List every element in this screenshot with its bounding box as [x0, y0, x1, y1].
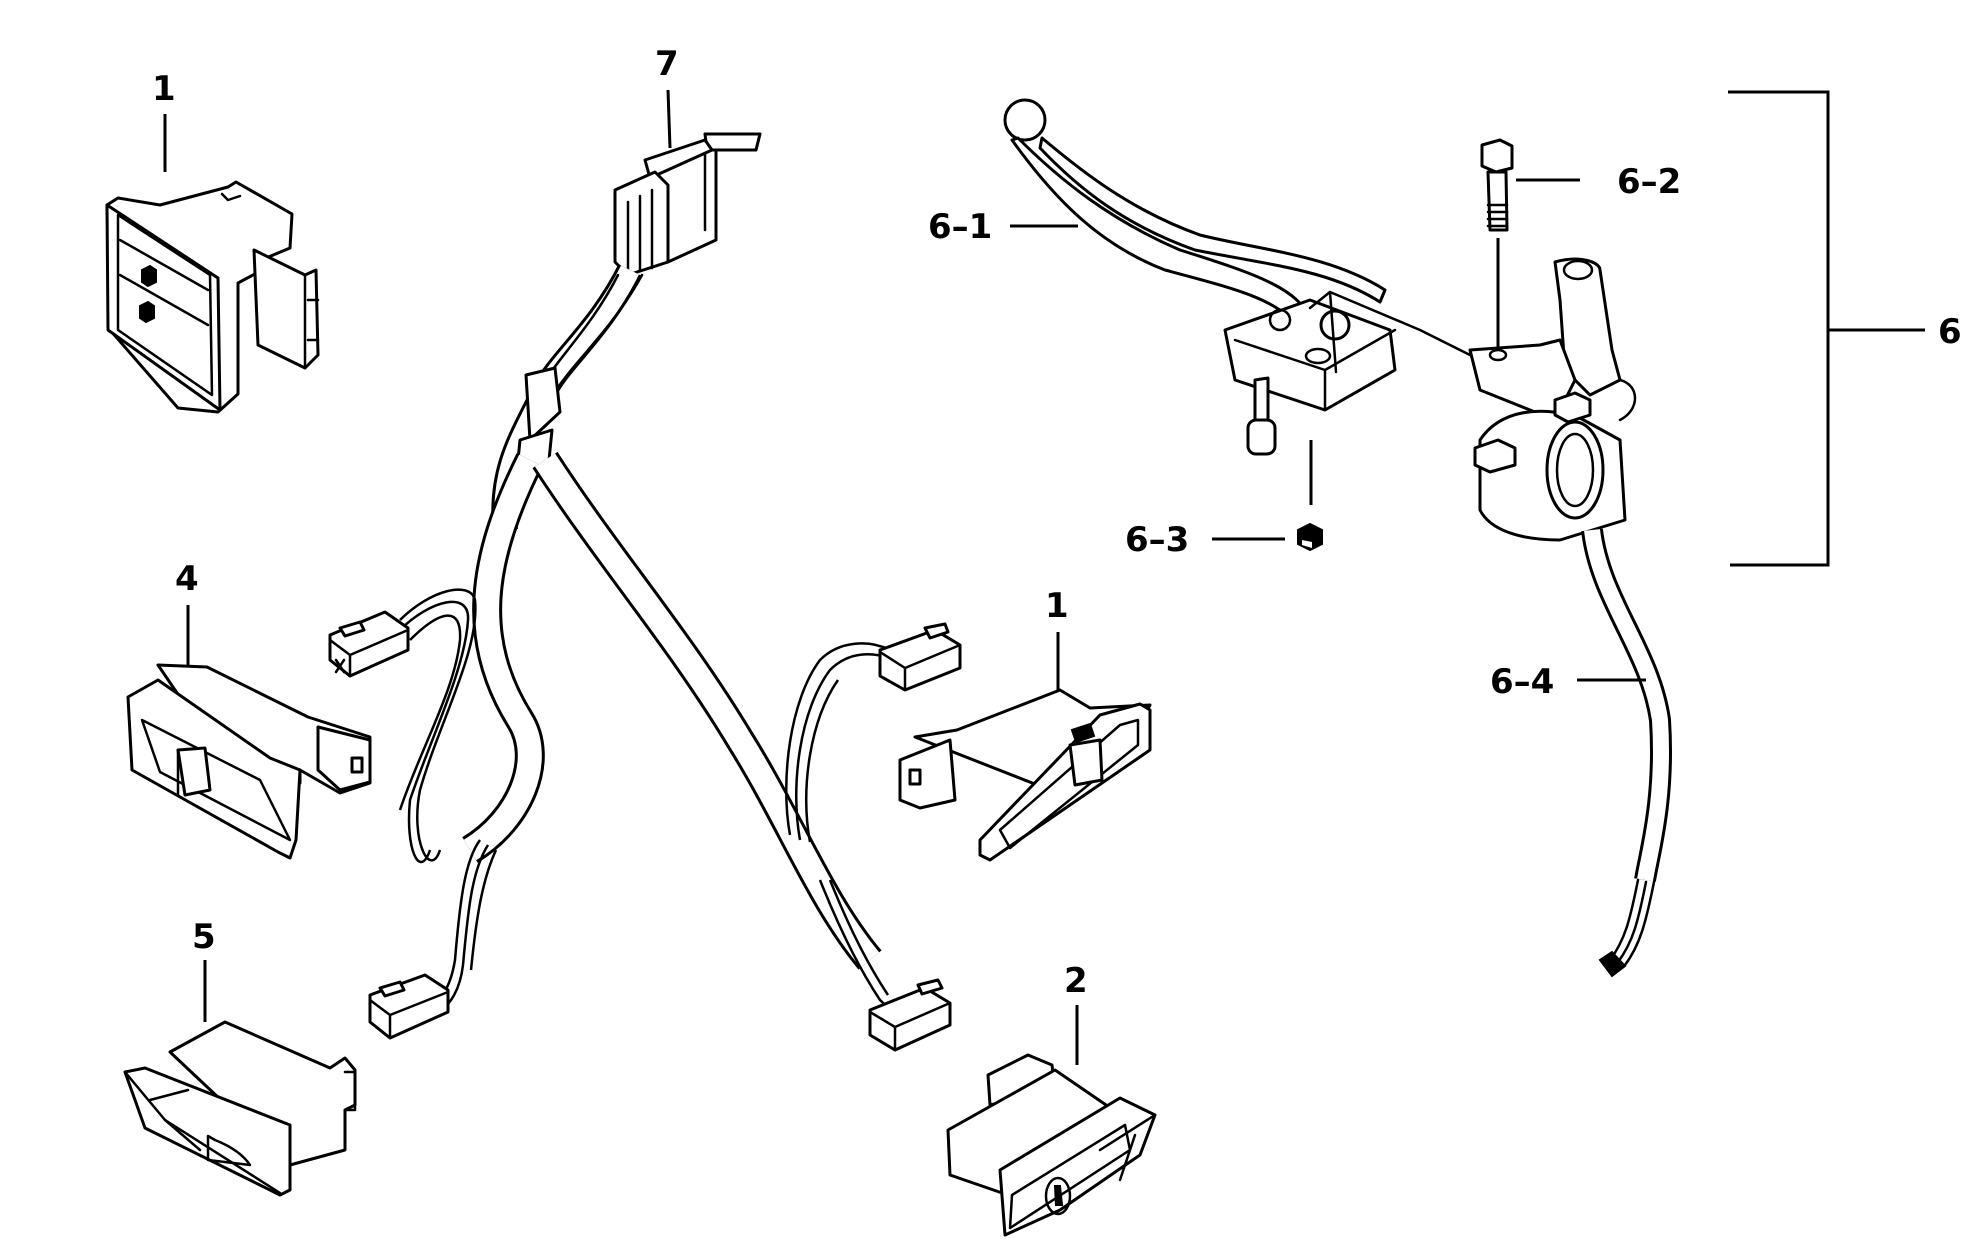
part-4-left-switch: [126, 663, 372, 860]
callout-label-1: 1: [1045, 586, 1069, 626]
part-7-wiring-harness: [328, 132, 962, 1052]
part-6-3-nut: [1297, 522, 1323, 552]
callout-label-6-1: 6–1: [928, 207, 992, 247]
part-5-horn-switch: [123, 1020, 357, 1197]
part-1-right-switch: [898, 688, 1152, 862]
callout-label-6: 6: [1938, 312, 1962, 352]
callout-label-6-2: 6–2: [1617, 162, 1681, 202]
part-6-1-lever: [1003, 98, 1422, 456]
callout-label-4: 4: [175, 559, 199, 599]
part-2-starter-switch: [946, 1053, 1157, 1237]
part-6-4-cable: [1581, 528, 1672, 978]
callout-label-6-3: 6–3: [1125, 520, 1189, 560]
group-bracket-6: [1728, 90, 1925, 567]
callout-label-7: 7: [655, 44, 679, 84]
callout-label-2: 2: [1064, 961, 1088, 1001]
part-6-2-bolt: [1480, 138, 1514, 232]
callout-label-3: 1: [152, 69, 176, 109]
part-6-bracket-assembly: [1418, 257, 1637, 542]
leader-line-7: [666, 89, 672, 149]
part-3-dimmer-switch: [105, 180, 320, 414]
callout-label-6-4: 6–4: [1490, 662, 1554, 702]
callout-label-5: 5: [192, 917, 216, 957]
